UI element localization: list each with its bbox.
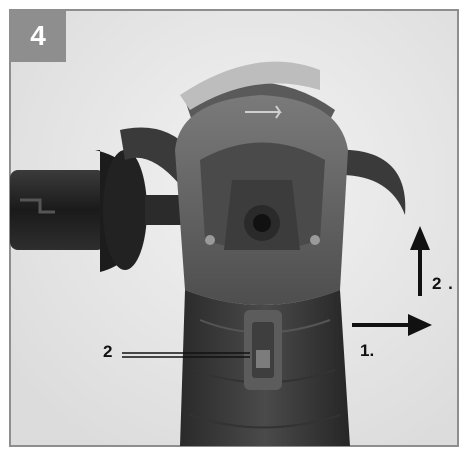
step-right-label: 1. (360, 341, 375, 360)
step-up-label: 2 . (432, 274, 454, 293)
figure-number-badge: 4 (10, 10, 66, 62)
side-handle (10, 170, 105, 250)
wheel-guard (330, 149, 406, 215)
rotation-arrow-mark (245, 105, 282, 119)
callout-label: 2 (103, 342, 113, 361)
